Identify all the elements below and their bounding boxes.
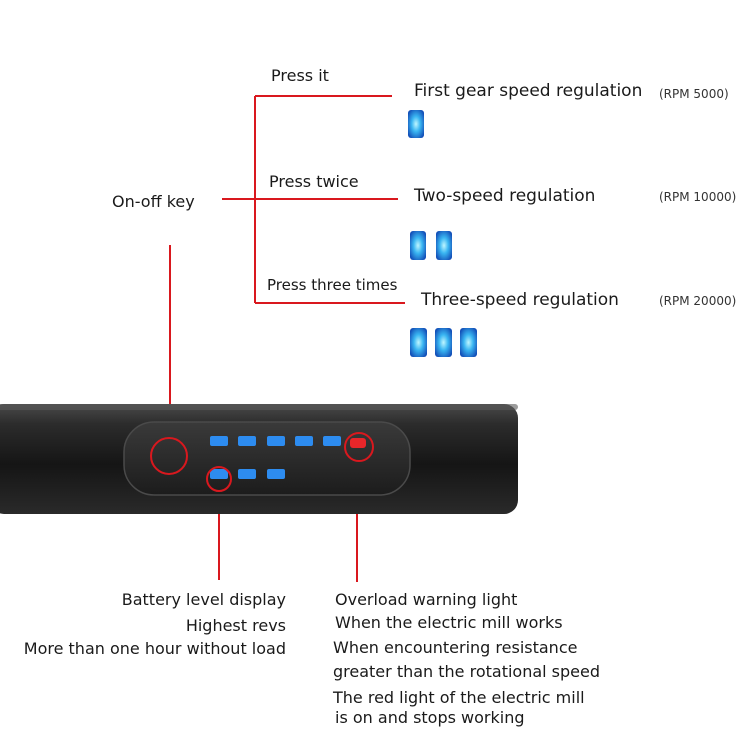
- press-three-label: Press three times: [267, 276, 398, 294]
- battery-level-label: Battery level display: [121, 590, 286, 609]
- battery-duration-label: More than one hour without load: [23, 639, 286, 658]
- overload-line2: When the electric mill works: [335, 613, 563, 632]
- on-off-key-label: On-off key: [112, 192, 195, 211]
- gear3-label: Three-speed regulation: [421, 290, 619, 310]
- battery-led-row-bottom: [210, 469, 285, 479]
- gear2-leds: [410, 231, 452, 260]
- overload-title: Overload warning light: [335, 590, 518, 609]
- overload-red-led: [350, 438, 366, 448]
- gear1-leds: [408, 110, 424, 138]
- gear2-label: Two-speed regulation: [414, 186, 596, 206]
- overload-line6: is on and stops working: [335, 708, 525, 727]
- gear3-leds: [410, 328, 477, 357]
- rpm1-label: (RPM 5000): [659, 87, 729, 101]
- electric-mill-body: [0, 404, 518, 514]
- highest-revs-label: Highest revs: [185, 616, 286, 635]
- battery-callout: [206, 466, 232, 492]
- battery-led-row-top: [210, 436, 341, 446]
- press-once-label: Press it: [271, 66, 329, 85]
- overload-callout: [344, 432, 374, 462]
- press-twice-label: Press twice: [269, 172, 359, 191]
- overload-line5: The red light of the electric mill: [333, 688, 585, 707]
- overload-line3: When encountering resistance: [333, 638, 578, 657]
- gear1-label: First gear speed regulation: [414, 81, 643, 101]
- rpm3-label: (RPM 20000): [659, 294, 737, 308]
- on-off-key-callout: [150, 437, 188, 475]
- rpm2-label: (RPM 10000): [659, 190, 737, 204]
- overload-line4: greater than the rotational speed: [333, 662, 601, 681]
